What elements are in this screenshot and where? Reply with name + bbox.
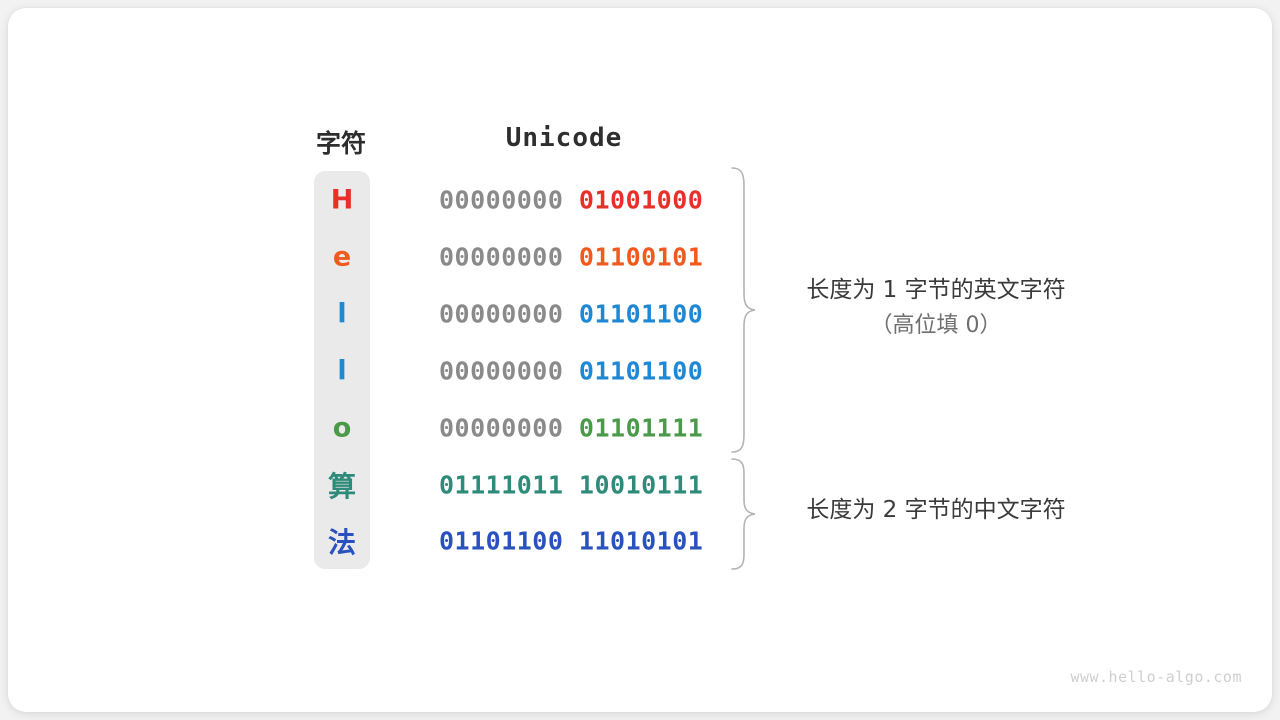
table-cell-unicode-bits: 00000000 01100101 <box>439 243 703 272</box>
brace-2-byte <box>731 458 756 570</box>
unicode-low-byte: 01101100 <box>578 356 704 386</box>
table-cell-char: l <box>337 298 347 330</box>
annotation-1-line2: （高位填 0） <box>870 313 1002 338</box>
unicode-low-byte: 01101100 <box>578 299 704 329</box>
unicode-low-byte: 11010101 <box>578 526 704 556</box>
table-cell-char: l <box>337 355 347 387</box>
table-cell-unicode-bits: 00000000 01101111 <box>439 414 703 443</box>
unicode-high-byte: 00000000 <box>439 185 564 215</box>
unicode-high-byte: 01101100 <box>439 526 564 556</box>
annotation-1-byte: 长度为 1 字节的英文字符 （高位填 0） <box>806 272 1065 344</box>
watermark: www.hello-algo.com <box>1070 668 1242 686</box>
unicode-low-byte: 01100101 <box>578 242 704 272</box>
unicode-high-byte: 00000000 <box>439 356 564 386</box>
annotation-2-byte: 长度为 2 字节的中文字符 <box>806 492 1065 528</box>
unicode-low-byte: 01101111 <box>578 413 704 443</box>
column-header-char: 字符 <box>315 129 367 158</box>
unicode-low-byte: 10010111 <box>578 470 704 500</box>
unicode-high-byte: 00000000 <box>439 299 564 329</box>
char-column-background <box>314 171 370 569</box>
table-cell-unicode-bits: 00000000 01001000 <box>439 186 703 215</box>
annotation-2-line1: 长度为 2 字节的中文字符 <box>806 497 1066 523</box>
column-header-unicode: Unicode <box>505 123 623 153</box>
table-cell-char: H <box>330 184 354 216</box>
unicode-low-byte: 01001000 <box>578 185 704 215</box>
unicode-high-byte: 00000000 <box>439 242 564 272</box>
table-cell-unicode-bits: 01101100 11010101 <box>439 527 703 556</box>
table-cell-char: 算 <box>327 470 357 503</box>
table-cell-unicode-bits: 00000000 01101100 <box>439 300 703 329</box>
figure-card: 字符 Unicode H 00000000 01001000 e 00000000 011… <box>8 8 1272 712</box>
table-cell-char: 法 <box>327 526 357 559</box>
table-cell-char: e <box>332 241 352 273</box>
annotation-1-line1: 长度为 1 字节的英文字符 <box>806 277 1066 303</box>
brace-1-byte <box>731 167 756 453</box>
table-cell-char: o <box>332 412 352 444</box>
unicode-high-byte: 01111011 <box>439 470 564 500</box>
table-cell-unicode-bits: 00000000 01101100 <box>439 357 703 386</box>
table-cell-unicode-bits: 01111011 10010111 <box>439 471 703 500</box>
unicode-high-byte: 00000000 <box>439 413 564 443</box>
